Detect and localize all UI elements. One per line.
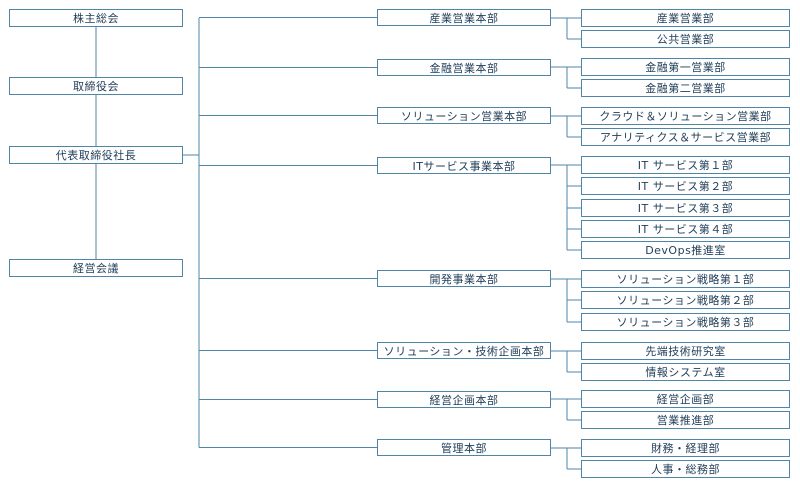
department-box: 人事・総務部 (581, 460, 790, 478)
division-box: ソリューション営業本部 (377, 107, 551, 124)
division-box: 産業営業本部 (377, 9, 551, 26)
department-box: クラウド＆ソリューション営業部 (581, 107, 790, 125)
department-box: 財務・経理部 (581, 439, 790, 457)
department-box: 営業推進部 (581, 411, 790, 429)
shareholders-meeting-box: 株主総会 (9, 9, 183, 27)
management-committee-box: 経営会議 (9, 259, 183, 277)
division-box: 開発事業本部 (377, 270, 551, 287)
board-of-directors-box: 取締役会 (9, 77, 183, 95)
department-box: 産業営業部 (581, 9, 790, 27)
department-box: 金融第一営業部 (581, 58, 790, 76)
department-box: IT サービス第４部 (581, 220, 790, 238)
department-box: 金融第二営業部 (581, 79, 790, 97)
department-box: 経営企画部 (581, 390, 790, 408)
division-box: 管理本部 (377, 439, 551, 456)
division-box: 金融営業本部 (377, 59, 551, 76)
department-box: 情報システム室 (581, 363, 790, 381)
department-box: 公共営業部 (581, 30, 790, 48)
department-box: IT サービス第１部 (581, 156, 790, 174)
department-box: DevOps推進室 (581, 241, 790, 259)
division-box: 経営企画本部 (377, 391, 551, 408)
department-box: IT サービス第３部 (581, 199, 790, 217)
division-box: ITサービス事業本部 (377, 157, 551, 174)
president-box: 代表取締役社長 (9, 146, 183, 164)
department-box: 先端技術研究室 (581, 342, 790, 360)
division-box: ソリューション・技術企画本部 (377, 342, 551, 359)
department-box: ソリューション戦略第３部 (581, 313, 790, 331)
department-box: ソリューション戦略第１部 (581, 270, 790, 288)
department-box: アナリティクス＆サービス営業部 (581, 128, 790, 146)
department-box: IT サービス第２部 (581, 177, 790, 195)
department-box: ソリューション戦略第２部 (581, 291, 790, 309)
